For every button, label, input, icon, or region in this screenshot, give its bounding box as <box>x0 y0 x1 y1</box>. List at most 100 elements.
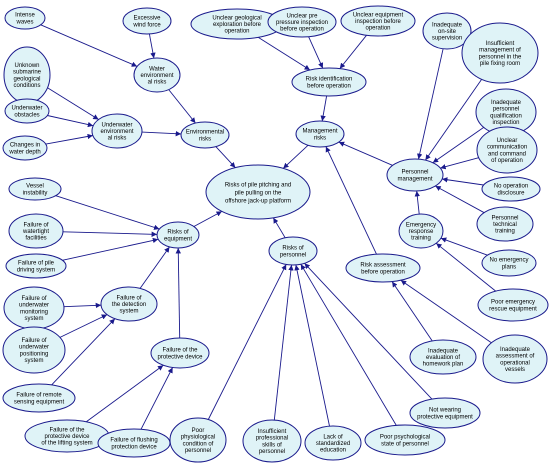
node-label-line: water depth <box>8 149 40 155</box>
node-label-line: technical <box>493 222 517 228</box>
node-shape <box>461 22 539 84</box>
edge-n24-to-n25 <box>400 279 492 344</box>
node-label-line: No emergency <box>489 258 528 264</box>
node-shape <box>422 12 472 50</box>
node-label-line: and command <box>488 151 526 157</box>
node-label-line: sensing equipment <box>14 399 65 405</box>
node-label-line: before operation <box>361 269 405 275</box>
node-shape <box>2 326 66 374</box>
edge-n41-to-n36 <box>175 247 181 339</box>
node-label-line: Changes in <box>10 143 40 149</box>
node-label-line: training <box>411 236 431 242</box>
edge-n10-to-n12 <box>308 36 324 69</box>
node-shape <box>364 424 446 456</box>
node-label-line: protective equipment <box>417 414 473 420</box>
node-shape <box>476 126 538 174</box>
node-label-line: Underwater <box>11 106 42 112</box>
edge-n7-to-n6 <box>45 133 93 145</box>
node-label-line: skills of <box>262 442 282 448</box>
node-label-line: Failure of the <box>162 348 198 354</box>
edge-n33-to-n36 <box>55 195 160 230</box>
edge-n29-to-n28 <box>300 263 397 426</box>
node-label-line: wind force <box>132 22 161 28</box>
node-label-line: offshore jack-up platform <box>225 198 291 204</box>
node-shape <box>295 120 345 148</box>
node-label-line: waves <box>15 19 33 25</box>
edge-n34-to-n36 <box>62 231 158 237</box>
edge-n8-to-n0 <box>215 146 236 169</box>
node-label-line: Failure of the <box>49 427 85 433</box>
node-label-line: Water <box>149 66 165 72</box>
node-label-line: exploration before <box>213 22 262 28</box>
node-label-line: underwater <box>19 303 49 309</box>
node-shape <box>242 419 302 463</box>
node-label-line: system <box>24 358 43 364</box>
node-label-line: evaluation of <box>426 355 460 361</box>
node-label-line: Excessive <box>133 16 161 22</box>
node-shape <box>122 7 172 35</box>
node-label-line: Failure of <box>21 338 46 344</box>
edge-n2-to-n3 <box>148 33 156 59</box>
edge-n5-to-n6 <box>47 115 94 128</box>
node-label-line: rescue equipment <box>489 306 537 312</box>
node-label-line: risks <box>314 135 326 141</box>
node-label-line: Emergency <box>406 222 436 228</box>
node-label-line: system <box>119 309 138 315</box>
node-n16: Inadequatepersonnelqualificationinspecti… <box>475 88 537 136</box>
node-label-line: Inadequate <box>500 347 531 353</box>
edge-n43-to-n41 <box>140 367 174 430</box>
edge-n14-to-n18 <box>417 48 444 160</box>
node-shape <box>481 249 537 277</box>
edge-n6-to-n8 <box>141 130 182 137</box>
node-label-line: Poor psychological <box>380 435 430 441</box>
node-shape <box>345 253 421 283</box>
node-label-line: training <box>495 229 515 235</box>
node-label-line: vessels <box>505 367 525 373</box>
edge-n23-to-n21 <box>435 242 496 292</box>
node-shape <box>2 135 48 161</box>
node-label-line: operational <box>500 360 530 366</box>
node-label-line: Failure of <box>21 296 46 302</box>
node-shape <box>386 158 444 192</box>
node-label-line: Unclear pre <box>286 13 318 19</box>
edge-n20-to-n18 <box>435 185 485 214</box>
node-label-line: Risk assessment <box>360 263 406 269</box>
node-label-line: No operation <box>494 184 528 190</box>
node-shape <box>8 177 62 201</box>
edge-n40-to-n39 <box>51 318 116 386</box>
node-label-line: management of <box>479 48 521 54</box>
node-label-line: before operation <box>280 27 324 33</box>
node-label-line: management <box>397 176 432 182</box>
node-label-line: Not wearing <box>429 408 461 414</box>
node-label-line: assessment of <box>496 354 535 360</box>
node-label-line: equipment <box>164 236 192 242</box>
node-label-line: system <box>24 316 43 322</box>
node-shape <box>267 6 337 38</box>
node-label-line: Inadequate <box>432 22 463 28</box>
edge-n42-to-n41 <box>86 364 164 423</box>
node-shape <box>150 337 210 369</box>
node-shape <box>100 286 158 322</box>
node-label-line: state of personnel <box>381 441 429 447</box>
node-label-line: personnel <box>493 107 519 113</box>
node-label-line: Management <box>302 129 337 135</box>
edge-n30-to-n28 <box>294 264 330 427</box>
